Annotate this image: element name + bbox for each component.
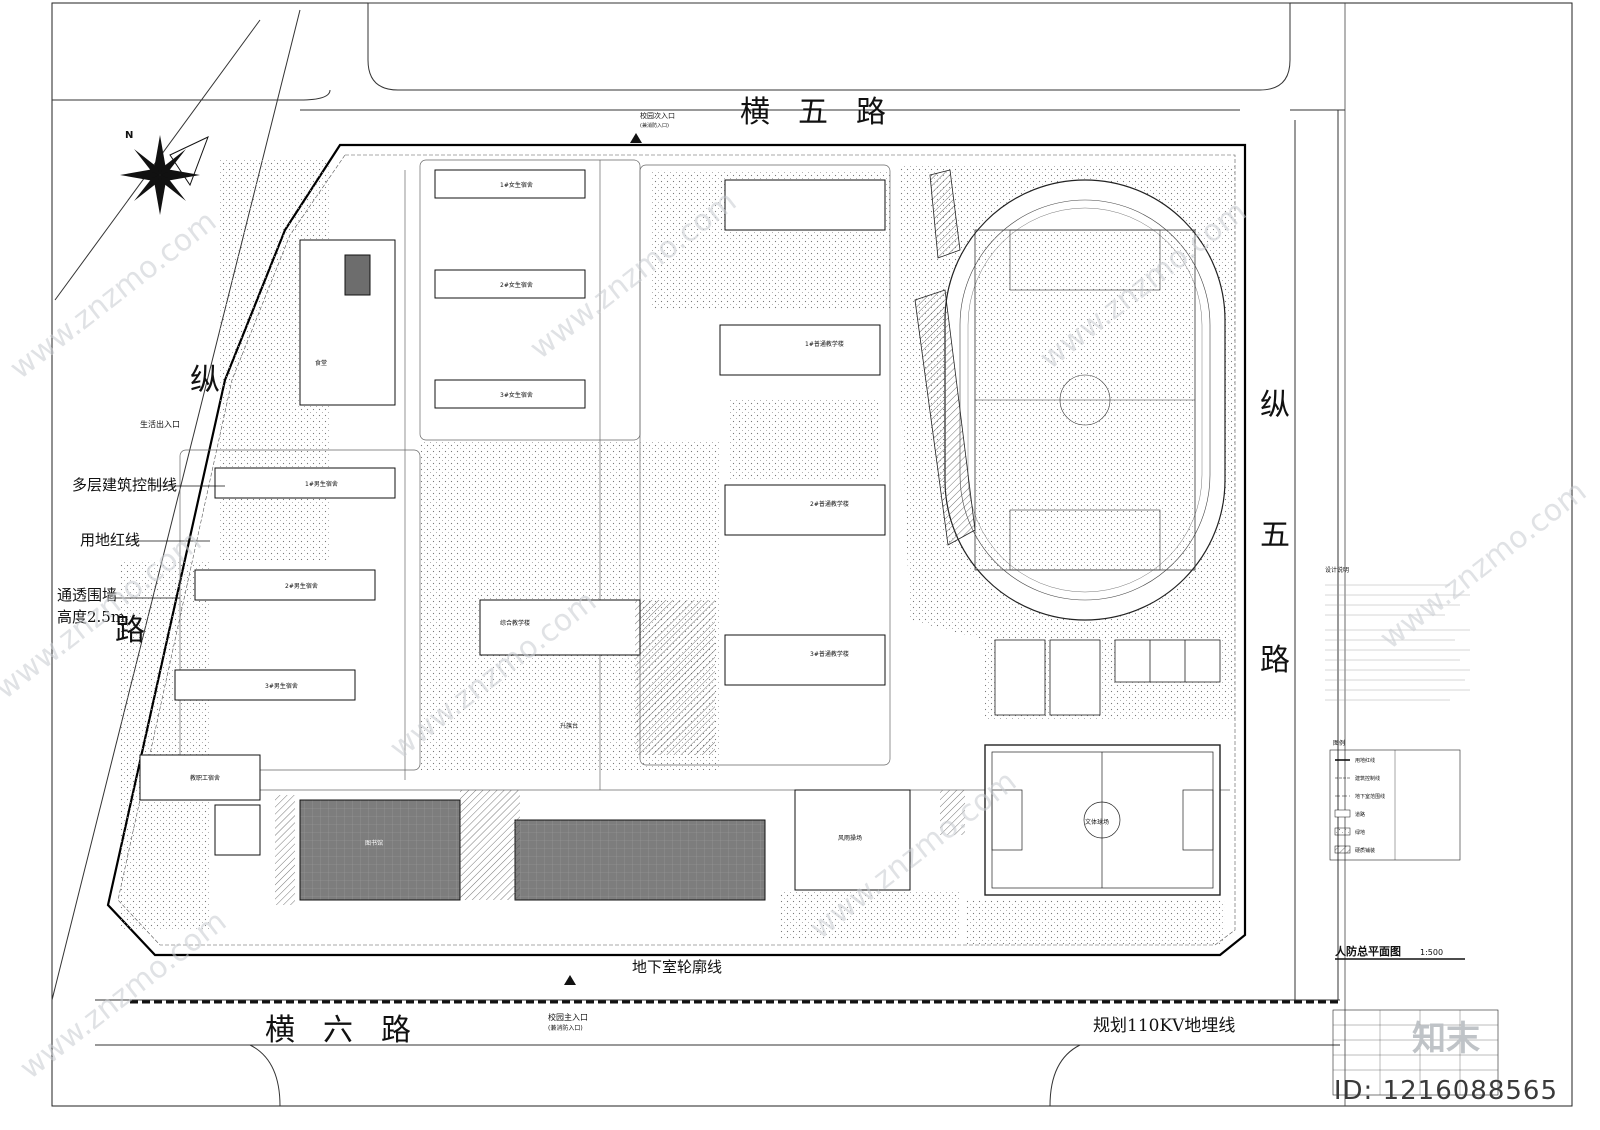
road-east-name-2: 五 (1260, 518, 1290, 553)
canteen-label: 食堂 (315, 359, 327, 367)
gym-label: 文体球场 (1085, 818, 1109, 826)
legend-item-6: 硬质铺装 (1355, 847, 1375, 854)
main-entrance-label: 校园主入口 (548, 1012, 588, 1022)
watermark-id: ID: 1216088565 (1333, 1076, 1558, 1106)
stage-label: 升旗台 (560, 722, 578, 730)
secondary-entrance-label: 校园次入口 (640, 111, 675, 120)
legend-item-5: 绿地 (1355, 829, 1365, 836)
paved-paths (275, 600, 965, 905)
teaching-1-label: 1#普通教学楼 (805, 340, 844, 348)
road-east-name-3: 路 (1260, 643, 1290, 678)
staff-dorm-label: 教职工宿舍 (190, 774, 220, 782)
legend-item-4: 道路 (1355, 811, 1365, 818)
service-entrance-label: 生活出入口 (140, 419, 180, 429)
boys-dorm-2-label: 2#男生宿舍 (285, 582, 318, 590)
road-east-name-1: 纵 (1260, 388, 1290, 423)
notes-panel: 设计说明 (1325, 566, 1470, 701)
basement-outline-label: 地下室轮廓线 (632, 958, 722, 976)
drawing-title: 人防总平面图 (1335, 944, 1401, 958)
fence-label: 通透围墙 (57, 586, 117, 604)
running-track (944, 179, 1226, 621)
buildings (139, 169, 911, 901)
boys-dorm-3-label: 3#男生宿舍 (265, 682, 298, 690)
library-label: 图书馆 (365, 839, 383, 847)
svg-text:www.znzmo.com: www.znzmo.com (13, 904, 233, 1086)
property-line-label: 用地红线 (80, 531, 140, 549)
road-north-name: 横五路 (740, 95, 914, 130)
svg-text:N: N (125, 130, 133, 141)
boys-dorm-1-label: 1#男生宿舍 (305, 480, 338, 488)
road-west-name-bottom: 路 (115, 613, 145, 648)
svg-text:www.znzmo.com: www.znzmo.com (3, 204, 223, 386)
basketball-courts (994, 639, 1221, 716)
secondary-entrance-arrow-icon (630, 133, 642, 143)
legend-item-2: 建筑控制线 (1355, 775, 1380, 782)
road-south-name: 横六路 (265, 1013, 439, 1048)
watermark-logo: 知末 (1412, 1019, 1480, 1059)
legend-item-1: 用地红线 (1355, 757, 1375, 764)
girls-dorm-1-label: 1#女生宿舍 (500, 181, 533, 189)
title-block: 人防总平面图 1:500 (1332, 944, 1499, 1096)
teaching-2-label: 2#普通教学楼 (810, 500, 849, 508)
building-labels: 食堂 1#女生宿舍 2#女生宿舍 3#女生宿舍 1#男生宿舍 2#男生宿舍 3#… (190, 181, 1109, 847)
legend-item-3: 地下室范围线 (1355, 793, 1385, 800)
complex-teaching-label: 综合教学楼 (500, 619, 530, 627)
football-field (984, 744, 1221, 896)
legend: 图例 用地红线 建筑控制线 地下室范围线 道路 绿地 硬质铺装 (1329, 739, 1461, 861)
drawing-scale: 1:500 (1420, 948, 1443, 957)
north-arrow-icon: N (120, 130, 209, 215)
svg-text:www.znzmo.com: www.znzmo.com (1373, 474, 1593, 656)
teaching-3-label: 3#普通教学楼 (810, 650, 849, 658)
setback-line-label: 多层建筑控制线 (72, 476, 177, 494)
road-west-name-top: 纵 (190, 363, 220, 398)
main-entrance-note: (兼消防入口) (548, 1024, 583, 1032)
power-line-label: 规划110KV地埋线 (1093, 1016, 1235, 1036)
girls-dorm-2-label: 2#女生宿舍 (500, 281, 533, 289)
rain-court-label: 风雨操场 (838, 834, 862, 842)
girls-dorm-3-label: 3#女生宿舍 (500, 391, 533, 399)
secondary-entrance-note: (兼消防入口) (640, 122, 669, 129)
fence-height-label: 高度2.5m (57, 608, 125, 626)
grandstand (914, 169, 976, 546)
legend-title: 图例 (1333, 739, 1345, 747)
main-entrance-arrow-icon (564, 975, 576, 985)
notes-title: 设计说明 (1325, 566, 1349, 574)
